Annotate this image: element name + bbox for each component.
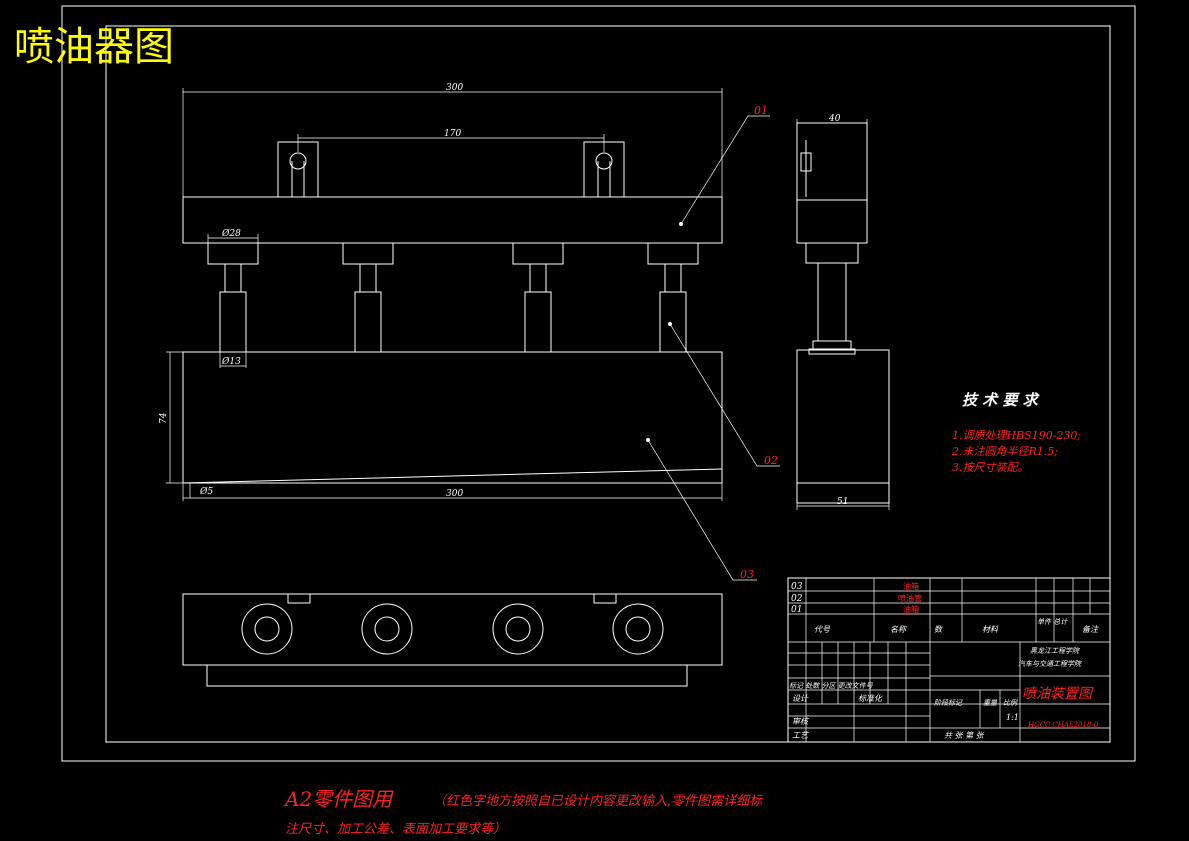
- th-note: 备注: [1082, 625, 1099, 634]
- part-label-03: 03: [740, 568, 754, 581]
- dim-height: 74: [159, 412, 169, 424]
- drawing-title: 喷油器图: [14, 24, 174, 70]
- front-view: 300 170 Ø28 Ø13 74 Ø5 300: [159, 83, 723, 501]
- side-tank: [796, 349, 890, 484]
- dim-side-bottom: 51: [837, 497, 848, 507]
- tb-drawing-no: HGCC.CHAL2018-0: [1027, 721, 1099, 729]
- top-view: [182, 593, 723, 687]
- tech-item-3: 3.按尺寸装配。: [952, 461, 1029, 474]
- dim-front-width-bottom: 300: [446, 489, 463, 499]
- inner-frame: [105, 25, 1111, 743]
- tb-row-design: 设计: [792, 694, 809, 703]
- injector-4: [647, 242, 699, 353]
- dim-rod-dia: Ø13: [221, 356, 241, 367]
- injector-2: [342, 242, 394, 353]
- left-bracket-hole: [289, 152, 307, 170]
- tb-scale-value: 1:1: [1006, 713, 1019, 722]
- bom-name-2: 喷油管: [898, 593, 922, 603]
- tb-drawing-name: 喷油装置图: [1022, 686, 1094, 702]
- tb-row-scale: 比例: [1003, 699, 1018, 707]
- th-code: 代号: [814, 625, 831, 634]
- injector-3: [512, 242, 564, 353]
- tech-item-1: 1.调质处理HBS190-230;: [952, 429, 1081, 442]
- th-name: 名称: [890, 625, 908, 634]
- title-block: 03 油箱 02 喷油管 01 油箱 代号 名称 数 材料 单件 总计 备注 黑…: [787, 577, 1111, 743]
- tech-heading: 技 术 要 求: [962, 391, 1040, 409]
- left-bracket-slot: [291, 161, 305, 197]
- nozzle-3: [492, 603, 544, 655]
- tb-school-2: 汽车与交通工程学院: [1018, 660, 1082, 668]
- oil-tank: [182, 351, 723, 484]
- dim-front-width-top: 300: [446, 83, 463, 93]
- dim-bracket-span: 170: [444, 129, 461, 139]
- top-plate: [182, 196, 723, 244]
- tb-sheet: 共 张 第 张: [944, 731, 985, 740]
- bom-code-3: 01: [791, 605, 802, 615]
- th-mat: 材料: [982, 625, 999, 634]
- tech-requirements: 技 术 要 求 1.调质处理HBS190-230; 2.未注圆角半径R1.5; …: [951, 391, 1081, 474]
- part-leaders: 01 02 03: [646, 104, 780, 581]
- injector-1: [207, 242, 259, 353]
- tb-row-std: 标准化: [858, 694, 883, 703]
- bom-code-1: 03: [791, 582, 803, 592]
- bom-name-1: 油箱: [903, 581, 919, 591]
- footer-prefix: A2零件图用: [283, 787, 394, 811]
- right-bracket-hole: [595, 152, 613, 170]
- nozzle-1: [241, 603, 293, 655]
- side-view: 40 51: [796, 114, 890, 510]
- dim-offset: Ø5: [199, 486, 213, 497]
- tb-school-1: 黑龙江工程学院: [1030, 647, 1080, 655]
- outer-frame: [61, 5, 1136, 762]
- tb-row-weight: 重量: [983, 699, 998, 707]
- footer-note: A2零件图用 （红色字地方按照自已设计内容更改输入,零件图需详细标 注尺寸、加工…: [283, 787, 764, 837]
- footer-line-2: 注尺寸、加工公差、表面加工要求等）: [285, 821, 506, 837]
- right-bracket-slot: [597, 161, 611, 197]
- bom-code-2: 02: [791, 594, 803, 604]
- nozzle-4: [612, 603, 664, 655]
- th-unit: 单件 总计: [1037, 618, 1068, 626]
- nozzle-2: [361, 603, 413, 655]
- bom-name-3: 油箱: [903, 604, 919, 614]
- tech-item-2: 2.未注圆角半径R1.5;: [951, 445, 1058, 458]
- dim-side-top: 40: [828, 114, 841, 124]
- part-label-01: 01: [754, 104, 768, 117]
- part-label-02: 02: [764, 454, 778, 467]
- tb-row-check: 审核: [792, 717, 810, 726]
- th-qty: 数: [934, 625, 943, 634]
- tb-row-craft: 工艺: [792, 731, 809, 740]
- tb-row-stage: 阶段标记: [934, 699, 963, 707]
- dim-cap-dia: Ø28: [221, 228, 241, 239]
- footer-line-1: （红色字地方按照自已设计内容更改输入,零件图需详细标: [433, 793, 764, 809]
- tb-row-mark: 标记 处数 分区 更改文件号: [789, 682, 874, 690]
